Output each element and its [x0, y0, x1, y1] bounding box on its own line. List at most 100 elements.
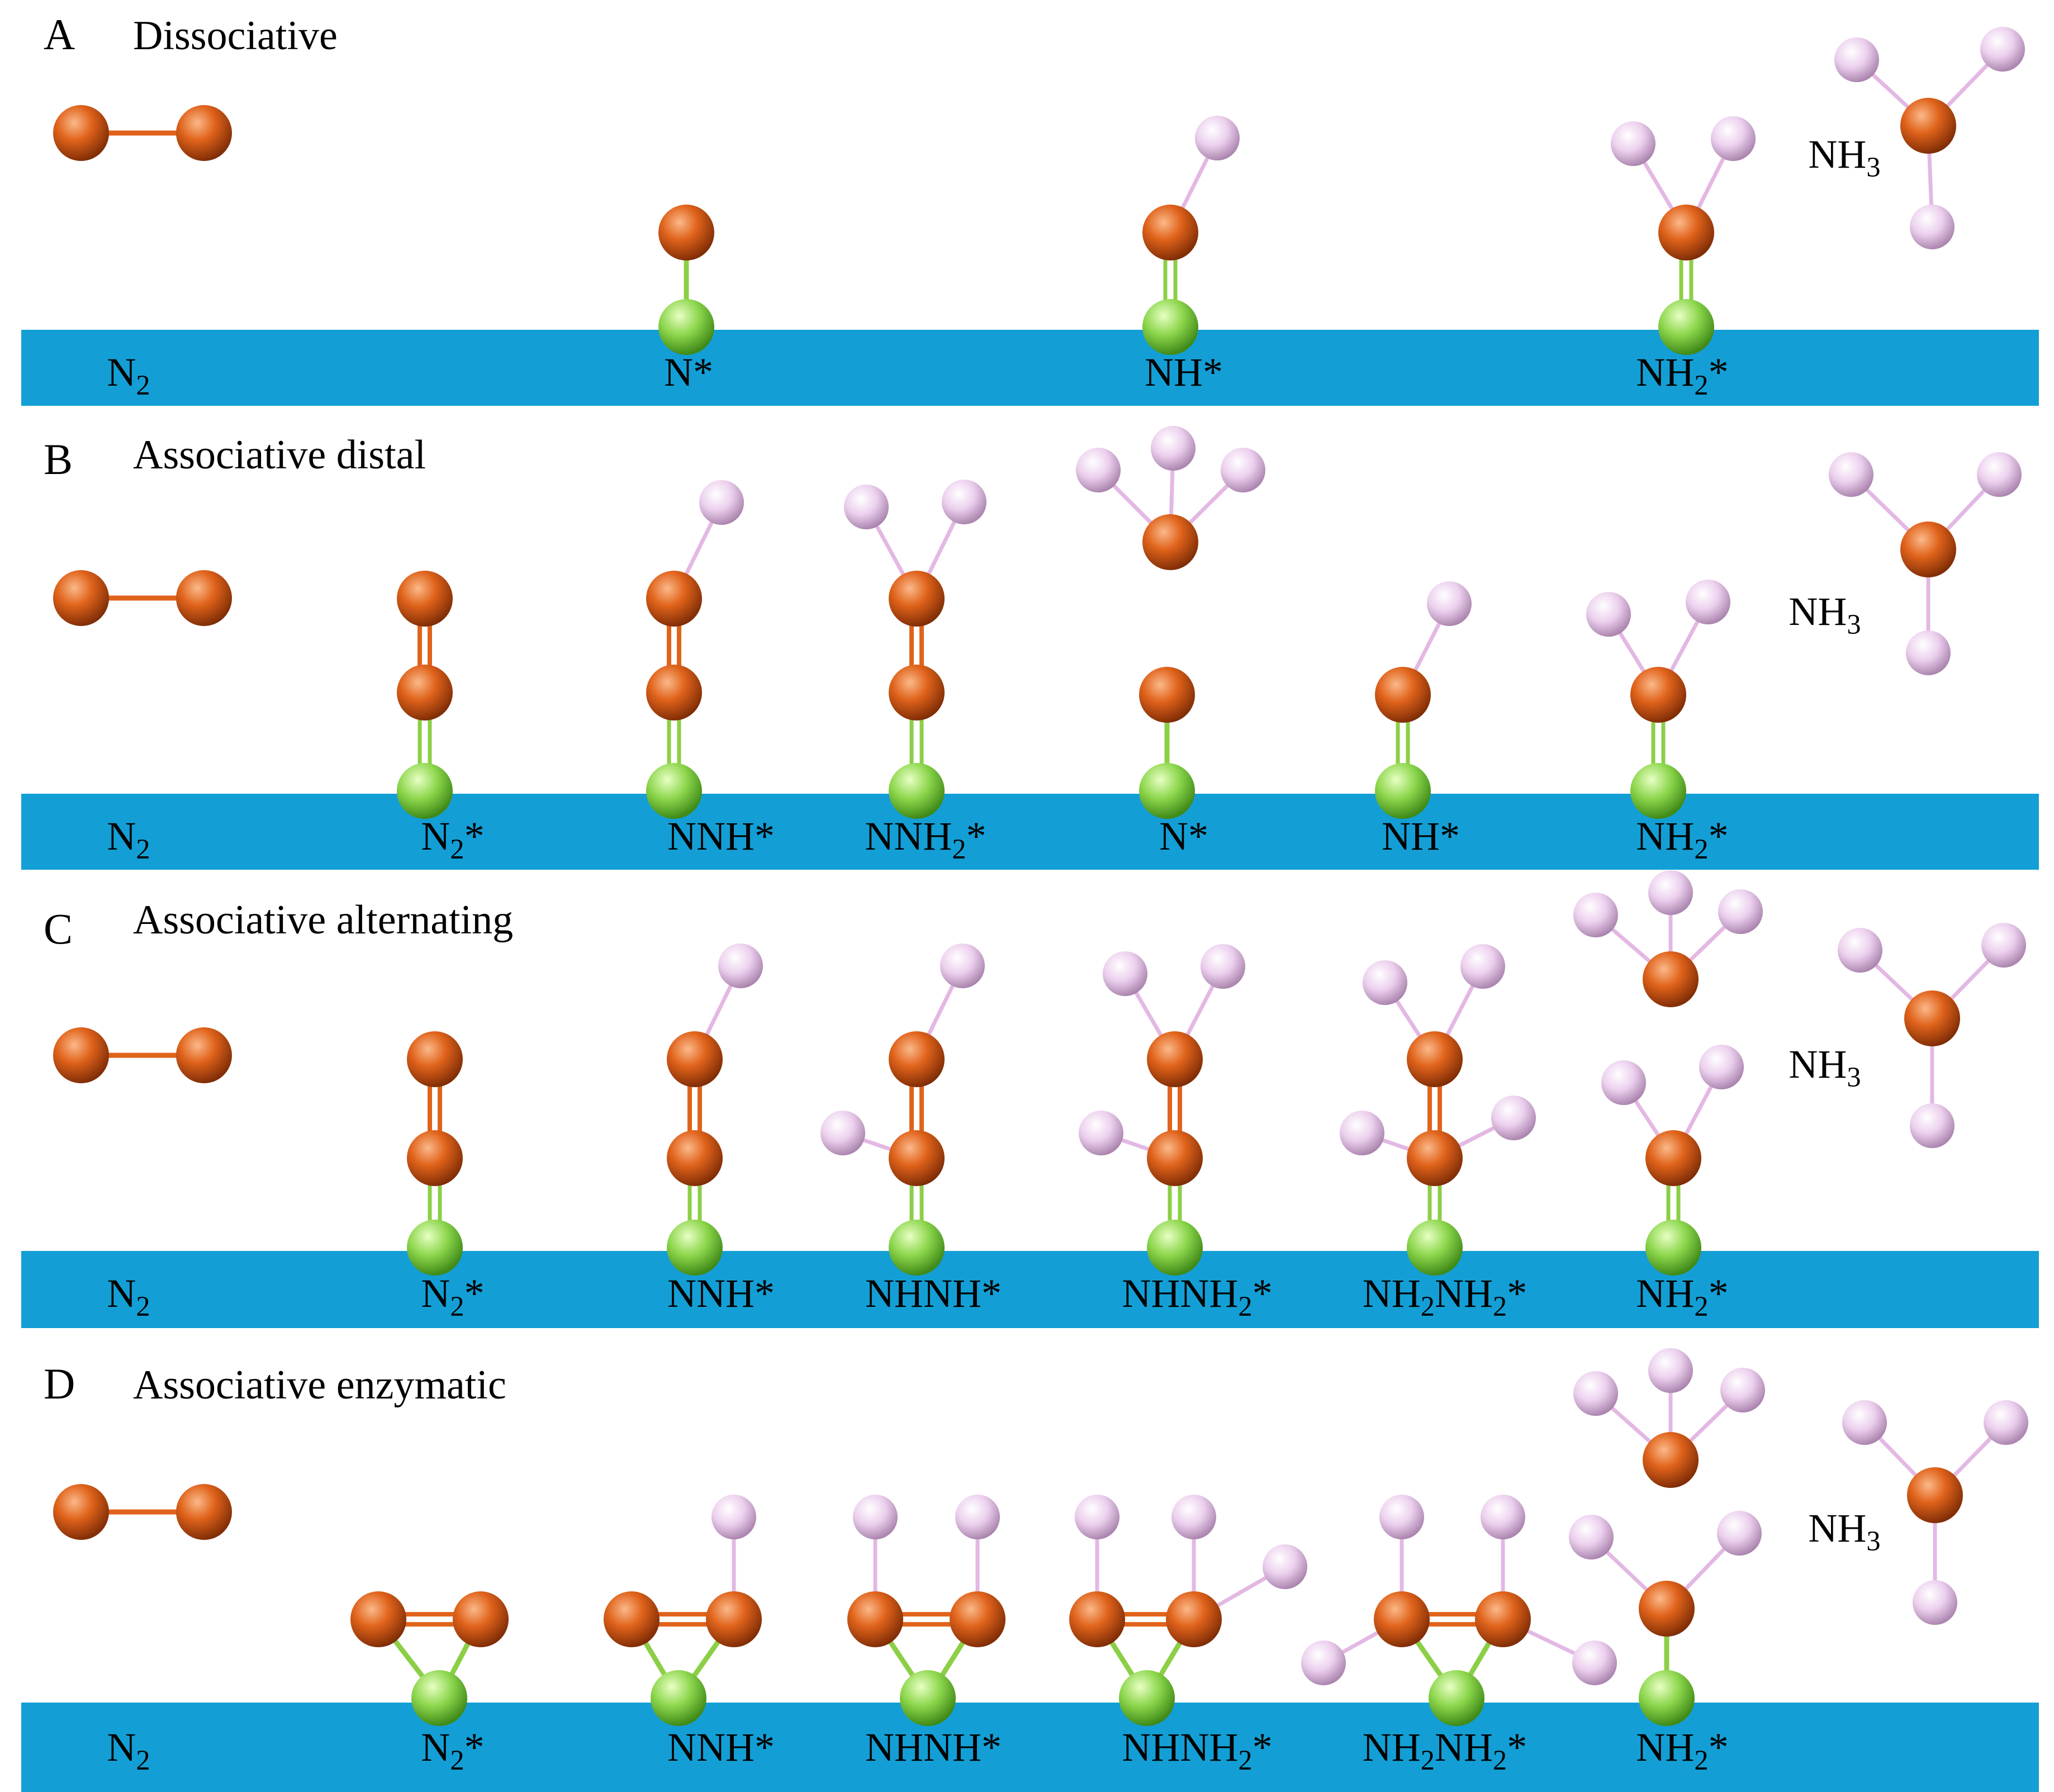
hydrogen-atom — [1718, 889, 1763, 934]
nitrogen-atom — [889, 571, 945, 627]
nh2-ads-a — [1611, 116, 1756, 355]
panel-a-title: Dissociative — [133, 13, 338, 59]
hydrogen-atom — [1075, 1495, 1119, 1539]
species-label: N2* — [421, 814, 484, 865]
species-label: NNH* — [667, 814, 775, 859]
hydrogen-atom — [1079, 1111, 1123, 1155]
nitrogen-atom — [847, 1591, 903, 1647]
nitrogen-atom — [1643, 1432, 1699, 1488]
nitrogen-atom — [1900, 98, 1956, 154]
species-label: NNH* — [667, 1271, 775, 1316]
species-label: NHNH2* — [1122, 1271, 1272, 1322]
hydrogen-atom — [1648, 870, 1693, 915]
species-label: NH2* — [1636, 814, 1728, 865]
nitrogen-atom — [53, 105, 109, 161]
nnh-ads-d — [604, 1495, 762, 1726]
n2-ads-d — [350, 1591, 509, 1726]
hydrogen-atom — [1481, 1495, 1525, 1539]
hydrogen-atom — [1569, 1515, 1614, 1559]
nitrogen-atom — [1630, 667, 1686, 723]
nh3-released-b — [1076, 426, 1265, 570]
hydrogen-atom — [1427, 581, 1472, 626]
nitrogen-atom — [889, 1130, 945, 1186]
species-label: N2 — [107, 1271, 150, 1322]
product-label: NH3 — [1789, 589, 1861, 640]
metal-site-atom — [1147, 1220, 1203, 1276]
hydrogen-atom — [1076, 448, 1121, 492]
nitrogen-atom — [176, 570, 232, 626]
nitrogen-atom — [889, 1031, 945, 1087]
metal-site-atom — [1645, 1220, 1701, 1276]
product-label: NH3 — [1808, 132, 1880, 183]
nh3-product-a — [1834, 27, 2025, 249]
hydrogen-atom — [1379, 1495, 1424, 1539]
nitrogen-atom — [176, 1484, 232, 1540]
nitrogen-atom — [1907, 1467, 1963, 1523]
hydrogen-atom — [1910, 205, 1955, 249]
hydrogen-atom — [1717, 1511, 1762, 1556]
hydrogen-atom — [1913, 1580, 1957, 1625]
metal-site-atom — [658, 299, 714, 355]
surface-slab-b — [21, 794, 2039, 870]
nh3-released-d — [1573, 1348, 1765, 1488]
panel-c-letter: C — [44, 904, 73, 953]
metal-site-atom — [1429, 1670, 1484, 1726]
nh2nh2-ads-d — [1301, 1495, 1617, 1726]
metal-site-atom — [646, 763, 702, 819]
hydrogen-atom — [1340, 1111, 1384, 1155]
species-label: NH2* — [1636, 350, 1728, 401]
hydrogen-atom — [1686, 580, 1730, 624]
nhnh-ads-c — [820, 944, 985, 1276]
nhnh2-ads-d — [1069, 1495, 1307, 1726]
hydrogen-atom — [1838, 928, 1882, 973]
hydrogen-atom — [1711, 116, 1756, 161]
metal-site-atom — [1630, 763, 1686, 819]
hydrogen-atom — [1648, 1348, 1693, 1393]
hydrogen-atom — [1586, 592, 1631, 637]
metal-site-atom — [397, 763, 453, 819]
nitrogen-atom — [453, 1591, 509, 1647]
metal-site-atom — [900, 1670, 956, 1726]
nh3-product-c — [1838, 923, 2026, 1148]
hydrogen-atom — [1699, 1045, 1744, 1089]
nitrogen-atom — [350, 1591, 406, 1647]
nitrogen-atom — [706, 1591, 762, 1647]
nitrogen-atom — [1166, 1591, 1222, 1647]
hydrogen-atom — [853, 1495, 898, 1539]
nnh-ads-b — [646, 480, 744, 819]
n2-gas-a — [53, 105, 232, 161]
hydrogen-atom — [940, 944, 985, 988]
hydrogen-atom — [1834, 37, 1879, 82]
hydrogen-atom — [1171, 1495, 1216, 1539]
species-label: NHNH2* — [1122, 1725, 1272, 1776]
nitrogen-atom — [1147, 1031, 1203, 1087]
nhnh2-ads-c — [1079, 944, 1245, 1276]
hydrogen-atom — [1573, 893, 1618, 937]
metal-site-atom — [411, 1670, 467, 1726]
hydrogen-atom — [699, 480, 744, 525]
panel-d-title: Associative enzymatic — [133, 1362, 506, 1408]
species-label: NH* — [1382, 814, 1460, 859]
species-label: NH2* — [1636, 1725, 1728, 1776]
nh3-product-b — [1829, 452, 2022, 675]
surface-slab-c — [21, 1251, 2039, 1328]
hydrogen-atom — [844, 485, 889, 529]
nitrogen-atom — [1900, 522, 1956, 577]
species-label: N* — [664, 350, 713, 395]
hydrogen-atom — [1221, 448, 1265, 492]
nitrogen-atom — [397, 571, 453, 627]
nitrogen-atom — [1142, 514, 1198, 570]
hydrogen-atom — [1977, 452, 2022, 497]
nitrogen-atom — [53, 1027, 109, 1083]
metal-site-atom — [1139, 763, 1195, 819]
nitrogen-atom — [604, 1591, 660, 1647]
metal-site-atom — [651, 1670, 706, 1726]
product-label: NH3 — [1808, 1506, 1880, 1557]
nh3-product-d — [1842, 1400, 2028, 1625]
species-label: N2* — [421, 1271, 484, 1322]
species-label: NH* — [1145, 350, 1223, 395]
hydrogen-atom — [711, 1495, 756, 1539]
species-label: NHNH* — [865, 1725, 1002, 1770]
hydrogen-atom — [1301, 1641, 1346, 1685]
hydrogen-atom — [1981, 923, 2026, 968]
